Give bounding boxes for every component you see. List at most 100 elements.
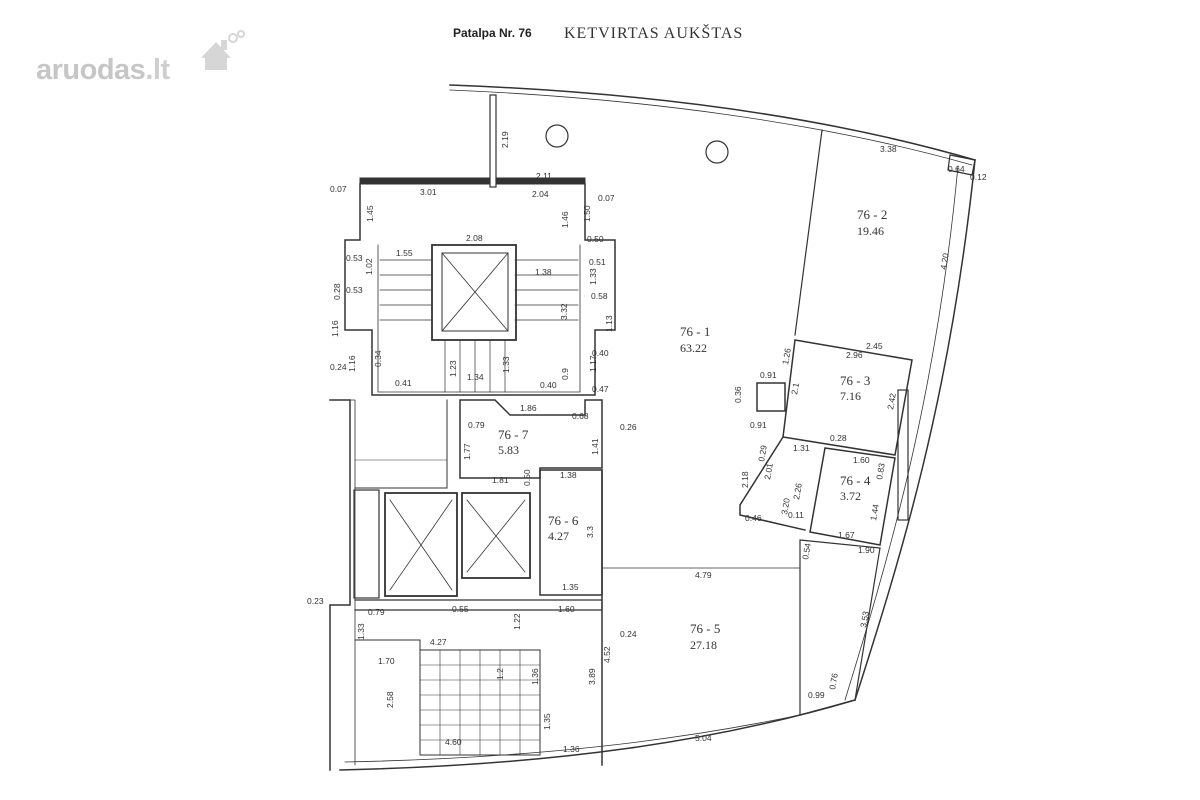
- dimension-label: 0.29: [756, 444, 769, 462]
- dimension-label: 1.86: [520, 403, 537, 413]
- elevator-1: [431, 244, 517, 341]
- dimension-label: 0.26: [620, 422, 637, 432]
- dimension-label: 4.52: [602, 646, 612, 663]
- core-outline: [344, 183, 616, 396]
- dimension-label: 0.53: [346, 285, 363, 295]
- floor-title: KETVIRTAS AUKŠTAS: [564, 25, 744, 42]
- elevator-2: [384, 492, 458, 597]
- aruodas-watermark: aruodas.lt: [36, 30, 245, 90]
- room-76-3-id: 76 - 3: [840, 373, 870, 388]
- dimension-label: 1.60: [558, 604, 575, 614]
- room-76-7: [459, 399, 603, 479]
- dimension-label: 2.1: [789, 382, 801, 396]
- dimension-label: 4.20: [938, 252, 951, 270]
- dimension-label: 4.27: [430, 637, 447, 647]
- dimension-label: 1.67: [838, 530, 855, 540]
- dimension-label: 1.13: [604, 315, 614, 332]
- dimension-label: 0.58: [591, 291, 608, 301]
- dimension-label: 1.77: [462, 443, 472, 460]
- core-post: [489, 94, 497, 188]
- dimension-label: 0.41: [395, 378, 412, 388]
- dimension-label: 0.76: [827, 672, 840, 690]
- dimension-label: 0.23: [307, 596, 324, 606]
- dimension-label: 1.70: [378, 656, 395, 666]
- dimension-label: 2.04: [532, 189, 549, 199]
- room-76-6-area: 4.27: [548, 529, 569, 543]
- outer-wall-right-inner: [844, 165, 959, 701]
- dimension-label: 1.31: [793, 443, 810, 453]
- elevator-3: [461, 492, 531, 579]
- room-76-2-area: 19.46: [857, 224, 884, 238]
- dimension-label: 1.33: [356, 623, 366, 640]
- dimension-label: 1.2: [495, 668, 505, 680]
- dimension-label: 1.38: [535, 267, 552, 277]
- dimension-label: 1.33: [588, 268, 598, 285]
- dimension-label: 1.55: [396, 248, 413, 258]
- dimension-label: 2.45: [866, 341, 883, 351]
- dimension-label: 2.58: [385, 691, 395, 708]
- dimension-label: 0.12: [970, 172, 987, 182]
- dimension-label: 1.90: [858, 545, 875, 555]
- room-76-6-id: 76 - 6: [548, 513, 579, 528]
- dimension-label: 1.16: [347, 355, 357, 372]
- room-76-5-area: 27.18: [690, 638, 717, 652]
- room-76-5-id: 76 - 5: [690, 621, 720, 636]
- dimension-label: 0.24: [620, 629, 637, 639]
- dimension-label: 0.91: [750, 420, 767, 430]
- wall-76-2-left: [794, 129, 823, 336]
- outer-wall-top: [449, 84, 976, 161]
- room-76-7-id: 76 - 7: [498, 427, 529, 442]
- dimension-label: 0.28: [332, 283, 342, 300]
- dimension-label: 0.51: [589, 257, 606, 267]
- dimension-label: 3.89: [587, 668, 597, 685]
- dimension-label: 0.34: [373, 350, 383, 367]
- dimension-label: 3.38: [880, 144, 897, 154]
- dimension-label: 1.44: [868, 503, 881, 521]
- dimension-label: 1.34: [467, 372, 484, 382]
- dimension-label: 0.46: [745, 513, 762, 523]
- dimension-label: 0.64: [948, 164, 965, 174]
- dimension-label: 2.26: [791, 482, 804, 500]
- dimension-label: 3.3: [585, 526, 595, 538]
- dimension-label: 1.38: [560, 470, 577, 480]
- dimension-label: 2.42: [885, 392, 898, 410]
- column-2: [705, 140, 729, 164]
- dimension-label: 0.07: [598, 193, 615, 203]
- dimension-label: 2.18: [740, 471, 750, 488]
- shaft-small: [756, 382, 786, 412]
- dimension-label: 1.36: [530, 668, 540, 685]
- dimension-label: 1.45: [365, 205, 375, 222]
- outer-wall-bottom-inner: [344, 714, 801, 763]
- dimension-label: 2.19: [500, 131, 510, 148]
- dimension-label: 0.24: [330, 362, 347, 372]
- dimension-label: 1.16: [330, 320, 340, 337]
- unit-title: Patalpa Nr. 76: [453, 26, 532, 40]
- dimension-label: 0.79: [368, 607, 385, 617]
- dimension-label: 0.36: [733, 386, 743, 403]
- dimension-label: 2.96: [846, 350, 863, 360]
- dimension-label: 1.33: [501, 356, 511, 373]
- dimension-label: 4.79: [695, 570, 712, 580]
- dimension-label: 0.40: [592, 348, 609, 358]
- outer-wall-right: [854, 159, 976, 701]
- dimension-label: 0.55: [452, 604, 469, 614]
- dimension-label: 3.32: [559, 303, 569, 320]
- dimension-label: 1.35: [542, 713, 552, 730]
- outer-wall-top-inner: [449, 89, 973, 166]
- dimension-label: 1.23: [448, 360, 458, 377]
- dimension-label: 0.07: [330, 184, 347, 194]
- room-76-1-area: 63.22: [680, 341, 707, 355]
- room-76-4-id: 76 - 4: [840, 473, 871, 488]
- room-76-3-area: 7.16: [840, 389, 861, 403]
- dimension-label: 0.53: [346, 253, 363, 263]
- room-76-4: [809, 447, 896, 546]
- dimension-label: 3.53: [858, 610, 871, 628]
- dimension-label: 0.11: [788, 510, 804, 520]
- dimension-label: 0.9: [560, 368, 570, 380]
- dimension-label: 1.22: [512, 613, 522, 630]
- dimension-label: 1.46: [560, 211, 570, 228]
- dimension-label: 0.99: [808, 690, 825, 700]
- dimension-label: 3.01: [420, 187, 437, 197]
- dimension-label: 2.11: [536, 171, 552, 181]
